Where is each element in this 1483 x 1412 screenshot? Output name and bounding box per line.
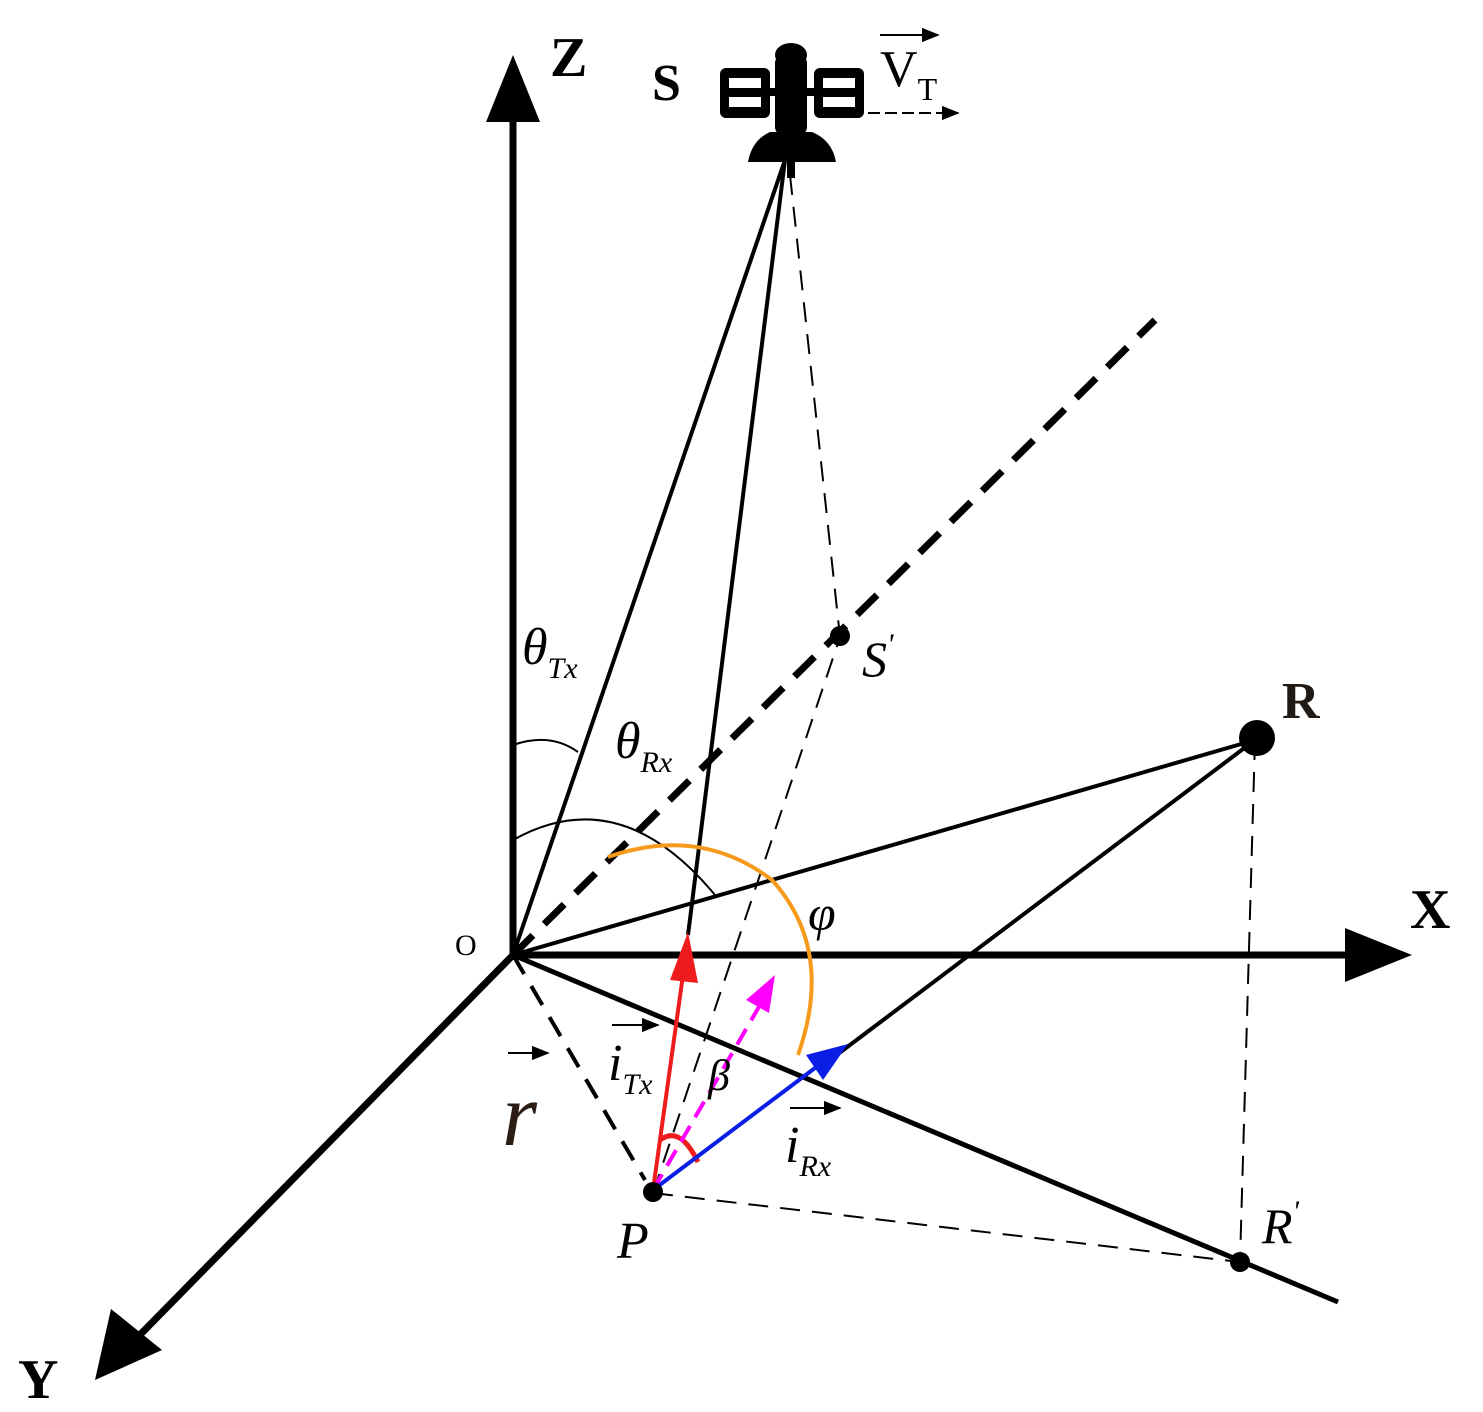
- z-axis-label: Z: [550, 27, 587, 89]
- position-vector-label: r: [502, 1066, 538, 1165]
- velocity-label: VT: [880, 41, 938, 107]
- solar-panel-right: [814, 68, 864, 118]
- satellite-nozzle: [748, 132, 836, 162]
- theta-tx-arc: [512, 738, 579, 753]
- r-prime-label: R': [1261, 1195, 1300, 1254]
- theta-tx-main: θ: [522, 619, 548, 676]
- angle-arcs: [512, 738, 814, 1164]
- dashed-r-rprime: [1239, 739, 1256, 1263]
- line-o-r: [512, 738, 1256, 957]
- scattered-vector-label: iRx: [785, 1117, 832, 1183]
- scatter-point-label: P: [616, 1213, 649, 1270]
- s-prime-main: S: [862, 631, 887, 687]
- r-prime-main: R: [1261, 1198, 1293, 1254]
- ground-line-o-rprime: [512, 952, 1339, 1305]
- point-r-prime: [1230, 1252, 1250, 1272]
- theta-rx-sub: Rx: [640, 746, 673, 779]
- dashed-s-sprime: [789, 174, 841, 638]
- x-axis-arrowhead: [1345, 928, 1412, 982]
- y-axis: [127, 952, 516, 1348]
- scattered-vector: [651, 1066, 817, 1192]
- point-s-prime: [830, 626, 850, 646]
- theta-rx-label: θRx: [615, 713, 673, 779]
- scattered-vector-arrowhead: [806, 1044, 848, 1080]
- line-p-r: [828, 738, 1257, 1062]
- phi-arc: [607, 843, 814, 1056]
- y-axis-label: Y: [18, 1349, 58, 1411]
- solar-panel-right-cell-1: [823, 78, 855, 88]
- satellite-body: [775, 55, 807, 135]
- origin-label: O: [455, 929, 477, 962]
- incident-sub: Tx: [622, 1068, 653, 1101]
- satellite-antenna: [787, 162, 795, 178]
- point-p: [643, 1182, 663, 1202]
- axes: Z X Y O: [18, 27, 1450, 1411]
- velocity-sub: T: [918, 71, 938, 107]
- bisector-vector-arrowhead: [746, 975, 775, 1013]
- r-prime-mark: ': [1293, 1195, 1300, 1228]
- geometry-lines: [511, 159, 1257, 1062]
- incident-vector-arrowhead: [670, 932, 698, 983]
- theta-tx-sub: Tx: [548, 652, 579, 685]
- labels: S VT θTx θRx φ β S' R R' P i: [502, 41, 1321, 1270]
- s-prime-mark: ': [887, 628, 894, 661]
- x-axis-label: X: [1410, 879, 1450, 941]
- incident-main: i: [608, 1035, 622, 1092]
- line-p-s: [686, 159, 787, 936]
- solar-panel-left-cell-1: [729, 78, 761, 88]
- ground-line-op: [511, 953, 647, 1182]
- scattered-main: i: [785, 1117, 799, 1174]
- theta-rx-arc: [512, 818, 716, 896]
- beta-label: β: [707, 1051, 730, 1100]
- bisector-vector: [651, 1003, 762, 1192]
- satellite-label: S: [652, 55, 681, 112]
- ground-lines: [510, 174, 1339, 1305]
- vectors: [651, 932, 848, 1192]
- theta-rx-main: θ: [615, 713, 641, 770]
- velocity-main: V: [880, 41, 918, 98]
- satellite-dome: [775, 43, 807, 67]
- line-o-s: [511, 159, 787, 956]
- satellite-icon: [720, 43, 864, 178]
- satellite-arm-right: [804, 88, 816, 96]
- solar-panel-right-cell-2: [823, 97, 855, 107]
- phi-label: φ: [808, 885, 836, 941]
- s-prime-label: S': [862, 628, 894, 687]
- incident-vector: [651, 974, 685, 1191]
- dashed-p-rprime: [652, 1192, 1241, 1263]
- point-r: [1239, 720, 1275, 756]
- solar-panel-left-cell-2: [729, 97, 761, 107]
- z-axis-arrowhead: [486, 55, 540, 122]
- solar-panel-left: [720, 68, 770, 118]
- y-axis-arrowhead: [95, 1309, 162, 1380]
- dashed-p-sprime: [652, 636, 841, 1194]
- satellite-arm-left: [768, 88, 778, 96]
- receiver-label: R: [1282, 673, 1321, 730]
- scattered-sub: Rx: [798, 1150, 831, 1183]
- incident-vector-label: iTx: [608, 1035, 653, 1101]
- points: [643, 626, 1275, 1272]
- theta-tx-label: θTx: [522, 619, 578, 685]
